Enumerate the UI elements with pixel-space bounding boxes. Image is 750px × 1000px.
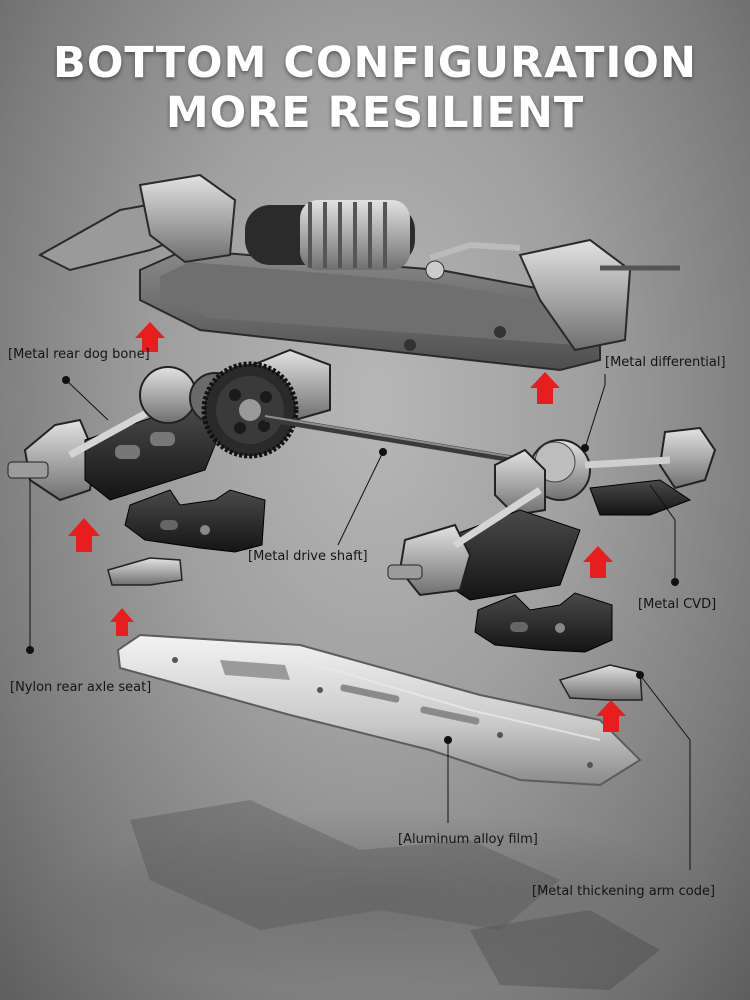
- center-drive-shaft: [264, 414, 531, 466]
- callout-metal-rear-dog-bone: [Metal rear dog bone]: [8, 347, 150, 362]
- aluminum-plate: [116, 633, 642, 787]
- headline-line-1: BOTTOM CONFIGURATION: [53, 38, 697, 88]
- callout-metal-drive-shaft: [Metal drive shaft]: [248, 549, 368, 564]
- callout-dots: [26, 376, 679, 744]
- red-up-arrow-icon: [596, 700, 626, 732]
- front-bulkhead: [474, 592, 613, 653]
- red-up-arrow-icon: [583, 546, 613, 578]
- callout-leaders: [29, 374, 691, 870]
- floor-reflection: [50, 800, 710, 990]
- upper-chassis-assembly: [37, 173, 680, 372]
- callout-metal-cvd: [Metal CVD]: [638, 597, 717, 612]
- red-up-arrow-icon: [68, 518, 100, 552]
- callout-aluminum-alloy-film: [Aluminum alloy film]: [398, 832, 538, 847]
- headline-line-2: MORE RESILIENT: [165, 88, 585, 138]
- callout-metal-thickening-arm-code: [Metal thickening arm code]: [532, 884, 716, 899]
- spur-gear: [201, 361, 299, 459]
- callout-nylon-rear-axle-seat: [Nylon rear axle seat]: [10, 680, 152, 695]
- arm-code-part: [558, 664, 643, 701]
- red-arrow-icons: [68, 322, 626, 732]
- red-up-arrow-icon: [135, 322, 165, 352]
- headline: BOTTOM CONFIGURATION MORE RESILIENT: [0, 38, 750, 138]
- red-up-arrow-icon: [110, 608, 134, 636]
- motor-can: [245, 200, 415, 270]
- front-drivetrain: [387, 426, 717, 601]
- rear-bulkhead: [124, 489, 266, 553]
- red-up-arrow-icon: [530, 372, 560, 404]
- rear-metal-mount: [107, 557, 183, 586]
- callout-metal-differential: [Metal differential]: [605, 355, 726, 370]
